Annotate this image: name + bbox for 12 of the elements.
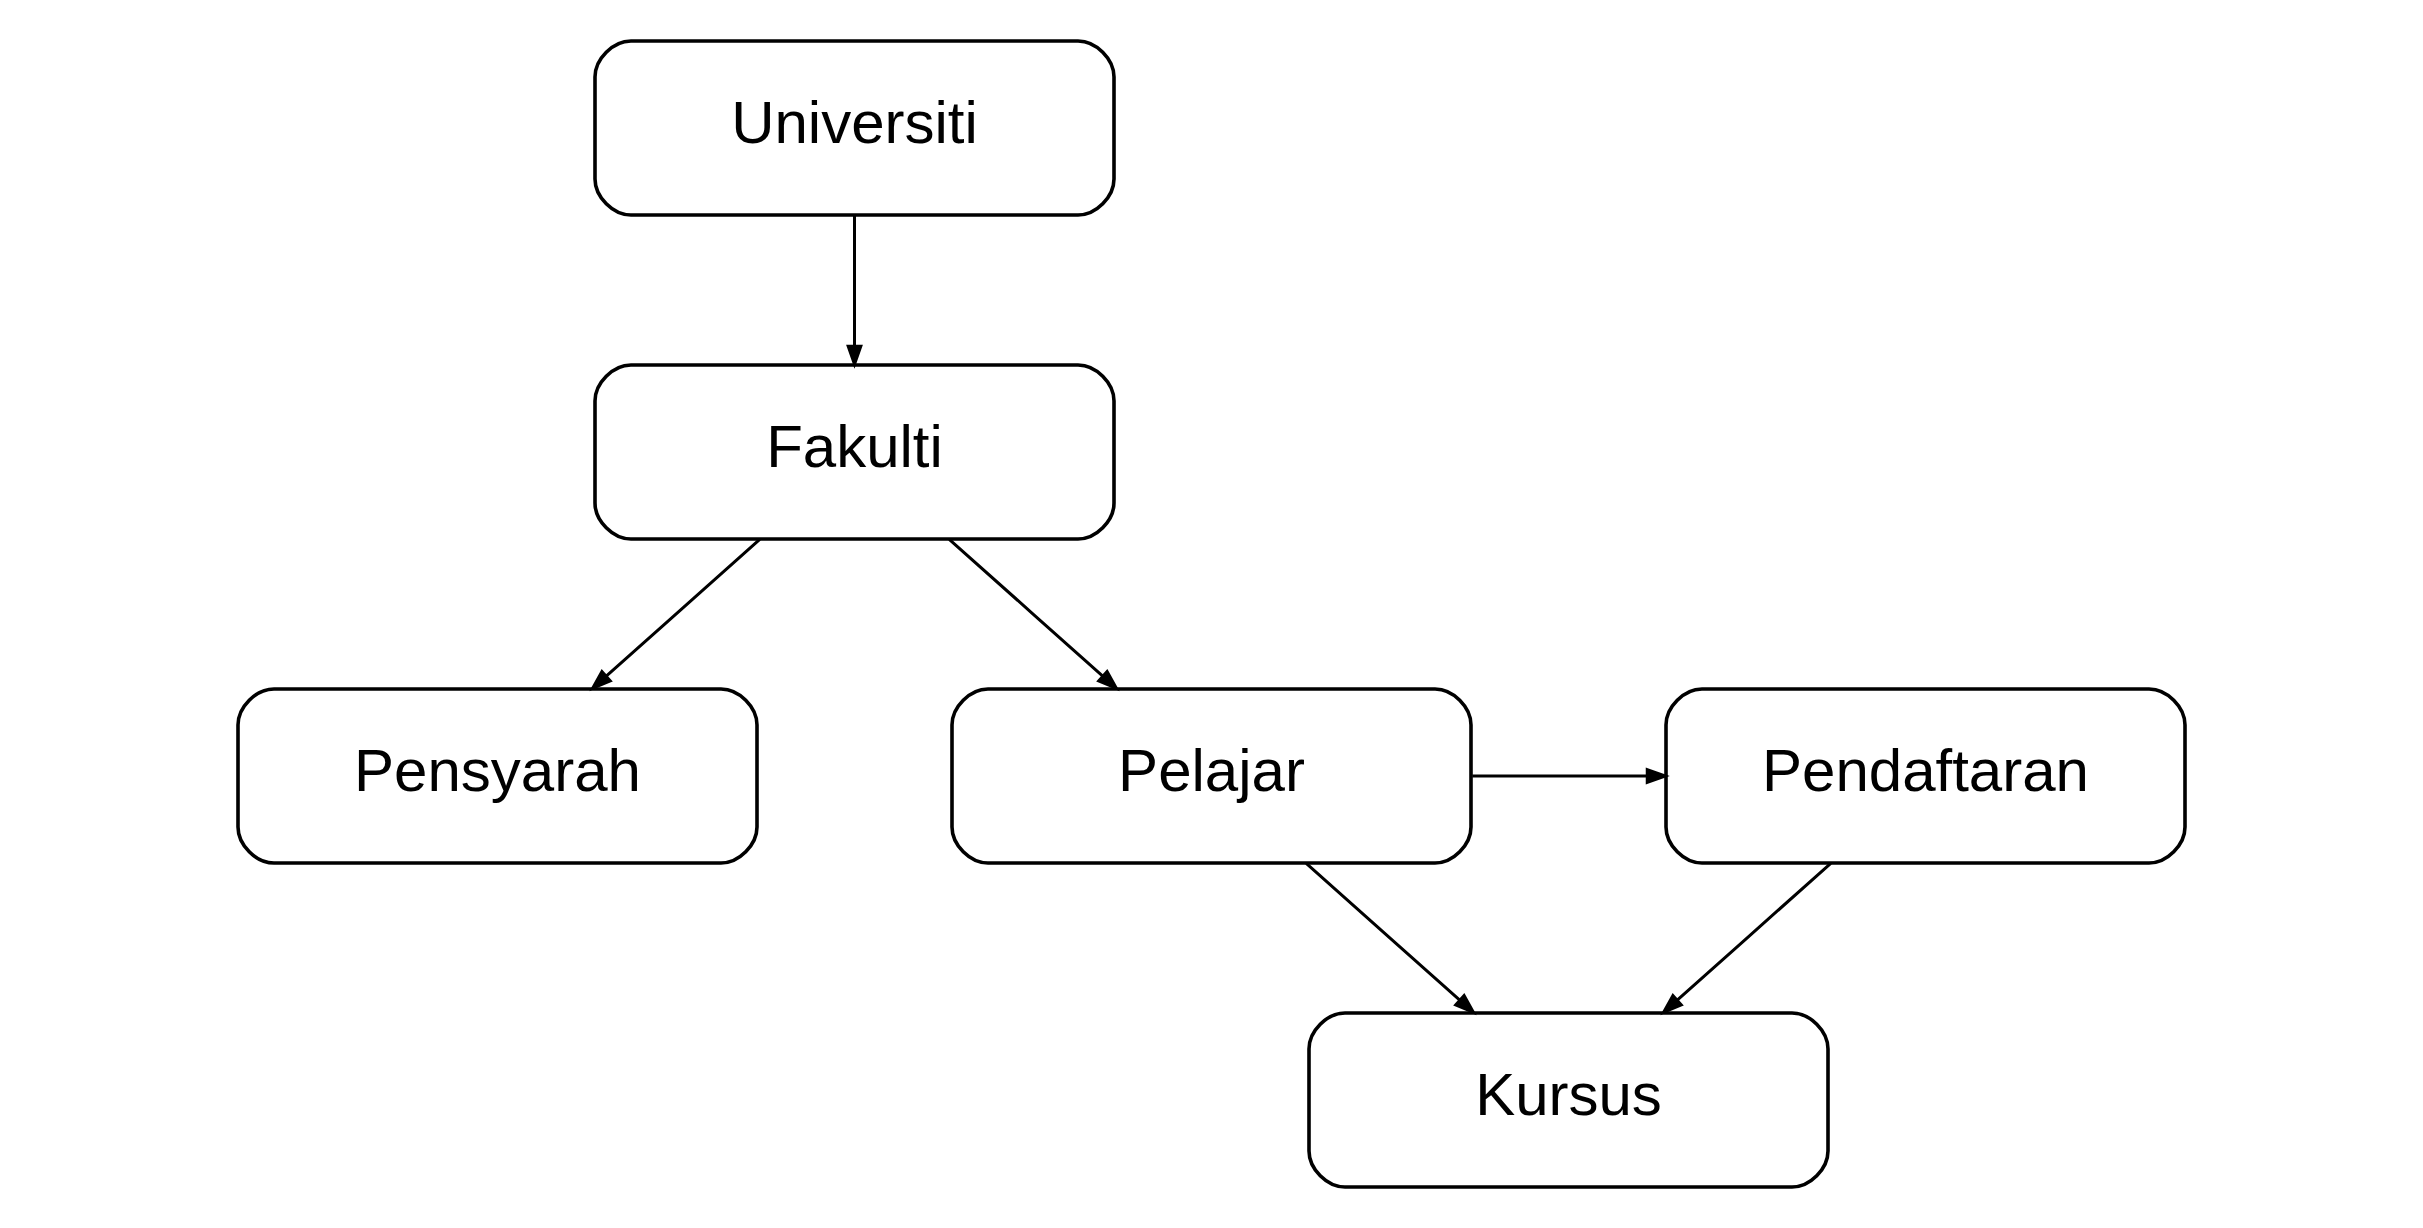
arrow [1305, 862, 1477, 1016]
arrow [1472, 767, 1670, 785]
node-box: Fakulti [593, 363, 1116, 541]
arrow [846, 215, 863, 369]
arrow [948, 538, 1120, 692]
node-box: Universiti [593, 39, 1116, 217]
node-box: Pensyarah [236, 687, 759, 865]
arrow [589, 538, 761, 692]
node-box: Pendaftaran [1664, 687, 2187, 865]
node-box: Pelajar [950, 687, 1473, 865]
node-box: Kursus [1307, 1011, 1830, 1189]
arrow [1660, 862, 1832, 1016]
